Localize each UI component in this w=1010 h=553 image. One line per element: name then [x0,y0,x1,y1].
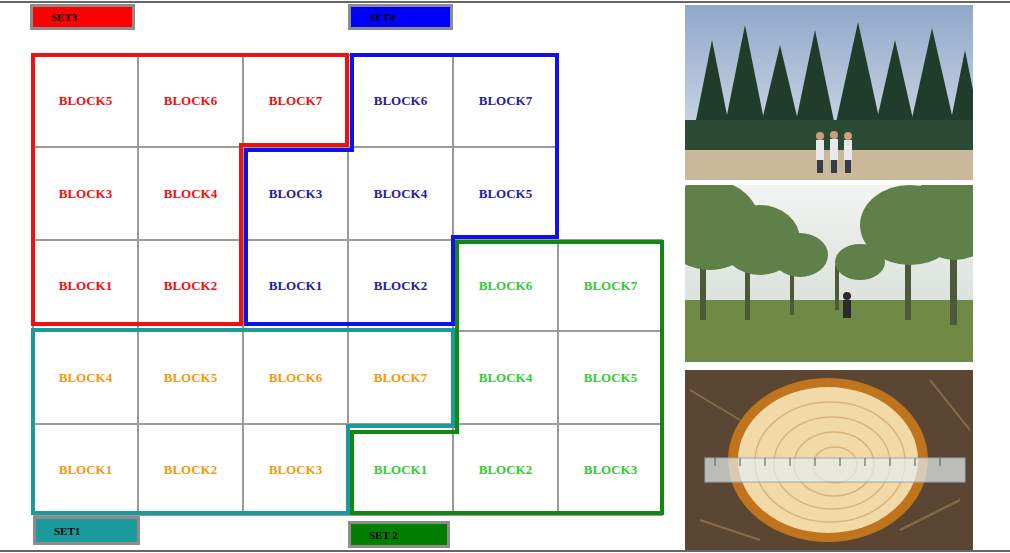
set-outline [33,55,347,324]
block-label: BLOCK6 [164,93,217,109]
plot-grid [33,55,663,515]
block-label: BLOCK3 [59,186,112,202]
block-cell: BLOCK1 [36,427,135,512]
block-cell: BLOCK2 [456,427,555,512]
block-cell: BLOCK3 [36,150,135,237]
block-label: BLOCK2 [164,278,217,294]
stump-photo [685,370,973,550]
set-label-box: SET4 [348,4,453,30]
block-cell: BLOCK5 [456,150,555,237]
block-cell: BLOCK6 [351,58,450,144]
block-cell: BLOCK5 [141,334,240,421]
block-cell: BLOCK7 [456,58,555,144]
block-cell: BLOCK4 [351,150,450,237]
set-label: SET 2 [369,529,398,541]
block-cell: BLOCK1 [36,243,135,328]
set-outline [246,55,557,324]
block-label: BLOCK1 [269,278,322,294]
set-label: SET3 [51,11,77,23]
block-label: BLOCK5 [59,93,112,109]
block-cell: BLOCK4 [36,334,135,421]
block-cell: BLOCK3 [561,427,660,512]
block-cell: BLOCK4 [456,334,555,421]
block-label: BLOCK2 [164,462,217,478]
block-label: BLOCK3 [584,462,637,478]
block-cell: BLOCK6 [456,243,555,328]
block-label: BLOCK6 [269,370,322,386]
block-label: BLOCK7 [479,93,532,109]
block-cell: BLOCK2 [141,243,240,328]
block-label: BLOCK7 [584,278,637,294]
plantation-photo [685,185,973,362]
block-cell: BLOCK7 [351,334,450,421]
block-cell: BLOCK6 [246,334,345,421]
set-label-box: SET 2 [348,521,450,548]
block-label: BLOCK3 [269,186,322,202]
block-label: BLOCK1 [59,278,112,294]
block-cell: BLOCK2 [351,243,450,328]
block-label: BLOCK5 [479,186,532,202]
block-cell: BLOCK4 [141,150,240,237]
block-cell: BLOCK2 [141,427,240,512]
frame-line [0,1,1010,3]
block-cell: BLOCK5 [561,334,660,421]
forest-photo [685,5,973,180]
block-label: BLOCK1 [374,462,427,478]
set-label-box: SET1 [33,516,140,545]
frame-line [0,550,1010,552]
block-label: BLOCK4 [374,186,427,202]
block-label: BLOCK4 [164,186,217,202]
block-label: BLOCK2 [374,278,427,294]
block-cell: BLOCK3 [246,150,345,237]
block-cell: BLOCK7 [246,58,345,144]
block-label: BLOCK6 [479,278,532,294]
block-label: BLOCK7 [269,93,322,109]
block-label: BLOCK5 [164,370,217,386]
set-outline [33,330,453,513]
block-cell: BLOCK7 [561,243,660,328]
block-label: BLOCK5 [584,370,637,386]
set-label: SET4 [369,11,395,23]
block-label: BLOCK7 [374,370,427,386]
block-label: BLOCK4 [59,370,112,386]
block-cell: BLOCK6 [141,58,240,144]
block-label: BLOCK4 [479,370,532,386]
block-label: BLOCK2 [479,462,532,478]
block-label: BLOCK1 [59,462,112,478]
set-label-box: SET3 [30,4,135,30]
block-cell: BLOCK5 [36,58,135,144]
block-cell: BLOCK3 [246,427,345,512]
block-label: BLOCK3 [269,462,322,478]
set-label: SET1 [54,525,80,537]
block-cell: BLOCK1 [351,427,450,512]
block-cell: BLOCK1 [246,243,345,328]
block-label: BLOCK6 [374,93,427,109]
set-outline [352,242,662,513]
